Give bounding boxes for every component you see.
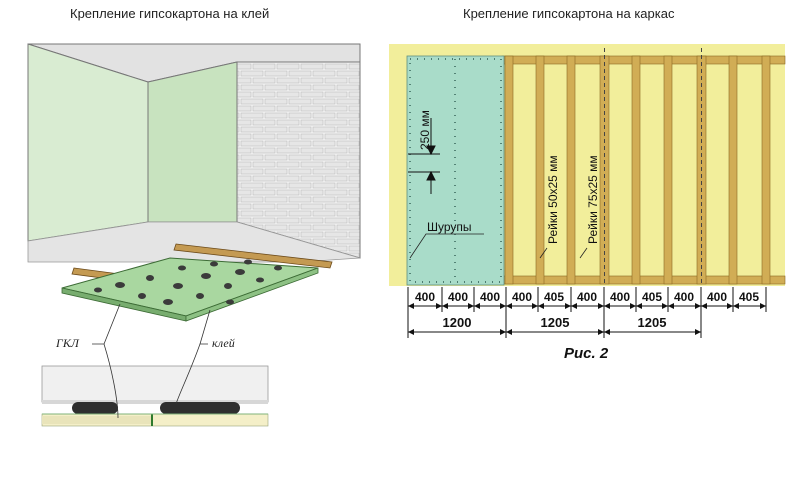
drywall-board-edge [185,267,319,322]
dim-label: 400 [707,290,727,304]
glue-mount-room [27,43,361,427]
dim-label: 400 [415,290,435,304]
right-figure-title: Крепление гипсокартона на каркас [463,6,675,21]
dim-label: 400 [610,290,630,304]
spacing-label: 250 мм [418,110,432,150]
top-rail [501,55,786,65]
screws-leader [409,233,484,259]
gkl-leader-line [92,303,121,345]
glue-blob [160,402,240,414]
gkl-label: ГКЛ [55,336,80,350]
dimension-arrows [408,303,766,335]
rail-50-leader [539,247,548,259]
large-dimension-labels: 1200 1205 1205 [443,315,667,330]
dim-label: 405 [544,290,564,304]
rail-75-leader [579,247,588,259]
dim-label: 405 [739,290,759,304]
dim-label: 1205 [638,315,667,330]
floor [27,221,361,263]
back-wall [147,61,238,223]
spacing-dimension [408,118,440,194]
rail-75-label: Рейки 75x25 мм [586,155,600,244]
dim-label: 1200 [443,315,472,330]
glue-blob [72,402,118,414]
rail-50-label: Рейки 50x25 мм [546,155,560,244]
small-dimension-labels: 400 400 400 400 405 400 400 405 400 400 … [415,290,759,304]
dim-label: 400 [512,290,532,304]
dim-label: 400 [448,290,468,304]
section-view [41,343,269,427]
left-figure-title: Крепление гипсокартона на клей [70,6,270,21]
dim-label: 1205 [541,315,570,330]
figure-caption: Рис. 2 [564,345,609,362]
glue-spots [94,259,282,305]
screws-label: Шурупы [427,220,472,234]
glue-label: клей [212,336,235,350]
dim-label: 400 [577,290,597,304]
bottom-rail [501,275,786,285]
frame-mount-diagram [389,44,786,286]
dim-label: 400 [674,290,694,304]
dim-label: 405 [642,290,662,304]
dim-label: 400 [480,290,500,304]
drywall-panel [406,55,505,286]
wooden-batten [173,243,333,269]
